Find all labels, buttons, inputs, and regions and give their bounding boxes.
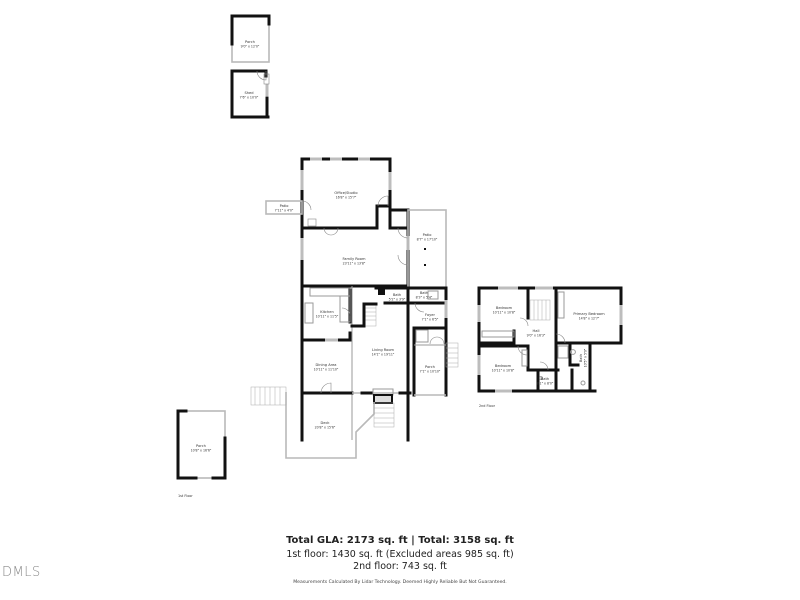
room-dimensions: 8'1" x 8'0" <box>537 382 554 386</box>
room-name: Dining Area <box>315 363 336 367</box>
room-name: Family Room <box>343 257 366 261</box>
room-name: Patio <box>280 204 289 208</box>
room-name: Porch <box>425 365 435 369</box>
room-name: Shed <box>244 91 253 95</box>
room-dimensions: 8'7" x 17'10" <box>417 238 438 242</box>
side-porch-outline <box>176 409 227 480</box>
room-name: Deck <box>320 421 330 425</box>
room-dimensions: 10'11" x 10'8" <box>492 369 515 373</box>
room-dimensions: 9'0" x 12'0" <box>241 45 260 49</box>
room-dimensions: 14'1" x 19'11" <box>372 353 395 357</box>
room-dimensions: 10'11" x 11'10" <box>314 368 339 372</box>
room-dimensions: 7'11" x 4'0" <box>275 209 294 213</box>
room-name: Bath <box>393 293 401 297</box>
first-floor-walls <box>265 157 459 442</box>
room-name: Bath <box>579 354 583 362</box>
detached-structure-top <box>230 14 271 119</box>
room-name: Foyer <box>425 313 435 317</box>
room-name: Bedroom <box>495 364 512 368</box>
second-floor-area: 2nd floor: 743 sq. ft <box>353 561 447 572</box>
room-dimensions: 7'6" x 10'0" <box>240 96 259 100</box>
room-dimensions: 16'8" x 15'7" <box>336 196 357 200</box>
room-name: Living Room <box>372 348 395 352</box>
room-name: Primary Bedroom <box>573 312 605 316</box>
first-floor-area: 1st floor: 1430 sq. ft (Excluded areas 9… <box>286 549 514 560</box>
room-dimensions: 20'8" x 15'6" <box>315 426 336 430</box>
room-dimensions: 23'11" x 13'8" <box>343 262 366 266</box>
room-name: Hall <box>533 329 540 333</box>
room-dimensions: 8'3" x 5'4" <box>416 296 433 300</box>
floor-label-second: 2nd Floor <box>479 404 496 408</box>
room-name: Porch <box>245 40 255 44</box>
room-dimensions: 10'5" x 5'0" <box>584 348 588 367</box>
room-dimensions: 7'1" x 6'5" <box>422 318 439 322</box>
total-area-summary: Total GLA: 2173 sq. ft | Total: 3158 sq.… <box>286 535 514 546</box>
room-dimensions: 10'11" x 11'5" <box>316 315 339 319</box>
room-name: Bedroom <box>496 306 513 310</box>
room-name: Bath <box>420 291 428 295</box>
room-name: Kitchen <box>320 310 334 314</box>
room-dimensions: 10'11" x 10'8" <box>493 311 516 315</box>
deck-outline <box>250 386 395 459</box>
room-dimensions: 10'8" x 16'6" <box>191 449 212 453</box>
room-dimensions: 9'0" x 16'3" <box>527 334 546 338</box>
room-dimensions: 5'2" x 3'9" <box>389 298 406 302</box>
room-name: Porch <box>196 444 206 448</box>
room-dimensions: 7'1" x 10'10" <box>420 370 441 374</box>
room-name: Office/Studio <box>334 191 357 195</box>
second-floor-walls <box>477 286 623 393</box>
room-dimensions: 14'8" x 12'7" <box>579 317 600 321</box>
room-name: Patio <box>423 233 432 237</box>
floor-label-first: 1st Floor <box>178 494 193 498</box>
brand-logo: DMLS <box>2 565 41 580</box>
measurement-disclaimer: Measurements Calculated By Lidar Technol… <box>293 580 507 585</box>
room-name: Bath <box>541 377 549 381</box>
